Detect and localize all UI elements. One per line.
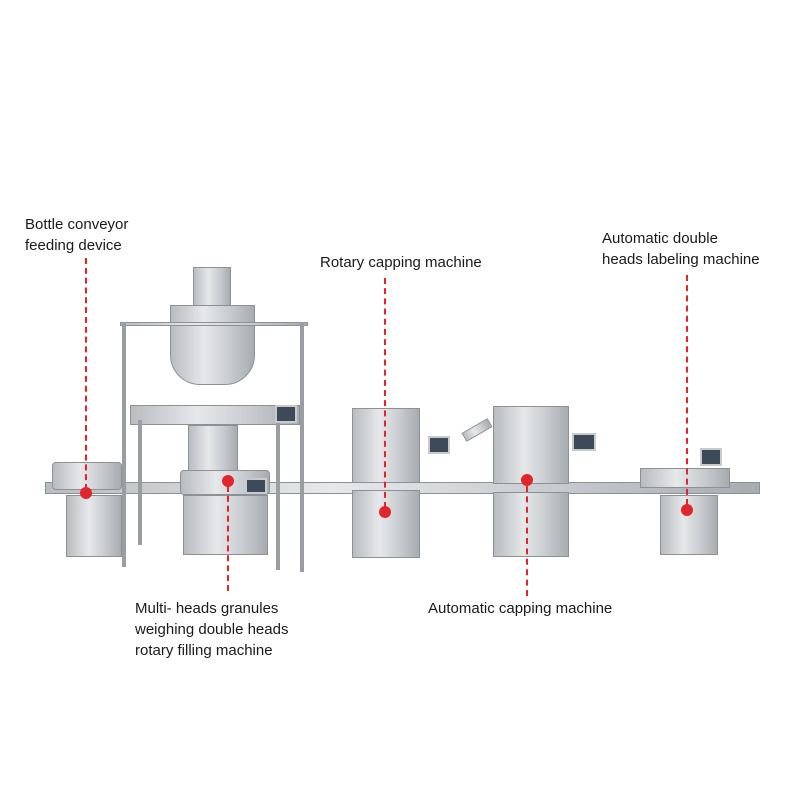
filling-column <box>188 425 238 475</box>
label-line: weighing double heads <box>135 621 289 638</box>
marker-dot <box>222 475 234 487</box>
weigher-hopper <box>193 267 231 307</box>
cap-chute <box>461 418 493 442</box>
label-line: rotary filling machine <box>135 642 273 659</box>
feeder-cabinet <box>66 495 122 557</box>
label-line: feeding device <box>25 237 122 254</box>
feeder-turntable <box>52 462 122 490</box>
marker-dot <box>379 506 391 518</box>
marker-dot <box>521 474 533 486</box>
label-line: Automatic double <box>602 230 718 247</box>
label-line: Multi- heads granules <box>135 600 279 617</box>
weigher-platform <box>130 405 300 425</box>
callout-line <box>686 275 688 505</box>
marker-dot <box>681 504 693 516</box>
callout-line <box>526 486 528 596</box>
railing-top <box>120 322 308 326</box>
callout-line <box>384 278 386 508</box>
multihead-weigher <box>170 305 255 385</box>
label-bottle-conveyor: Bottle conveyor feeding device <box>25 214 128 256</box>
label-labeling: Automatic double heads labeling machine <box>602 228 760 270</box>
rotary-capper-top <box>352 408 420 483</box>
auto-capper-cabinet <box>493 492 569 557</box>
marker-dot <box>80 487 92 499</box>
label-rotary-capping: Rotary capping machine <box>320 254 482 271</box>
auto-capper-top <box>493 406 569 484</box>
labeler-heads <box>640 468 730 488</box>
filler-cabinet <box>183 495 268 555</box>
callout-line <box>227 486 229 591</box>
label-auto-capping: Automatic capping machine <box>428 600 613 617</box>
label-line: heads labeling machine <box>602 251 760 268</box>
label-line: Bottle conveyor <box>25 216 129 233</box>
label-filling: Multi- heads granules weighing double he… <box>135 598 288 661</box>
rotary-capper-cabinet <box>352 490 420 558</box>
callout-line <box>85 258 87 490</box>
